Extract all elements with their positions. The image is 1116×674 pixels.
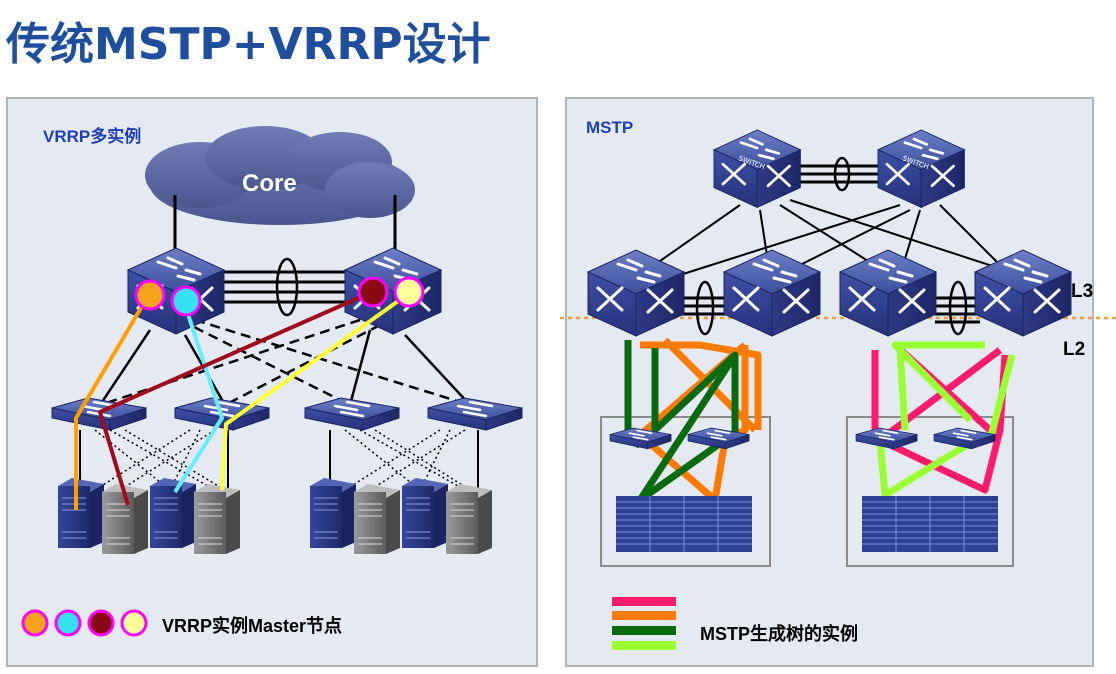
mstp-panel-label: MSTP [586, 118, 634, 137]
pod2-rack [861, 495, 999, 553]
legend-master-marker-3 [87, 609, 115, 637]
vrrp-legend-text: VRRP实例Master节点 [162, 616, 343, 636]
agg-switch-1 [586, 248, 686, 338]
server-1 [57, 477, 105, 549]
vrrp-path-1 [74, 294, 150, 510]
server-3 [149, 477, 197, 549]
master-node-marker-2 [170, 285, 202, 317]
layer-l2-label: L2 [1063, 339, 1086, 360]
pod1-rack [615, 495, 753, 553]
vrrp-path-3 [98, 290, 373, 506]
vrrp-path-2 [173, 301, 224, 494]
mstp-legend-bar-2 [612, 611, 676, 620]
mstp-legend-bar-4 [612, 641, 676, 650]
core-cloud [145, 126, 415, 225]
server-8 [445, 483, 493, 555]
pod1-switch-1 [609, 427, 672, 450]
access-switch-4 [426, 396, 524, 432]
vrrp-panel-label: VRRP多实例 [43, 127, 142, 146]
pod2-switch-1 [855, 427, 918, 450]
mstp-legend-text: MSTP生成树的实例 [700, 624, 859, 644]
core-cloud-label: Core [242, 170, 297, 197]
agg-switch-3 [838, 248, 938, 338]
server-5 [309, 477, 357, 549]
pod2-switch-2 [933, 427, 996, 450]
mstp-legend-bar-1 [612, 597, 676, 606]
master-node-marker-1 [134, 279, 166, 311]
server-7 [401, 477, 449, 549]
agg-switch-4 [973, 248, 1073, 338]
mstp-legend-bar-3 [612, 626, 676, 635]
legend-master-marker-1 [21, 609, 49, 637]
vrrp-path-4 [220, 292, 410, 491]
access-switch-3 [303, 396, 401, 432]
master-node-marker-4 [393, 276, 425, 308]
master-node-marker-3 [357, 276, 389, 308]
page-title: 传统MSTP+VRRP设计 [6, 19, 491, 70]
legend-master-marker-2 [54, 609, 82, 637]
server-4 [193, 483, 241, 555]
layer-l3-label: L3 [1071, 281, 1094, 302]
server-6 [353, 483, 401, 555]
legend-master-marker-4 [120, 609, 148, 637]
